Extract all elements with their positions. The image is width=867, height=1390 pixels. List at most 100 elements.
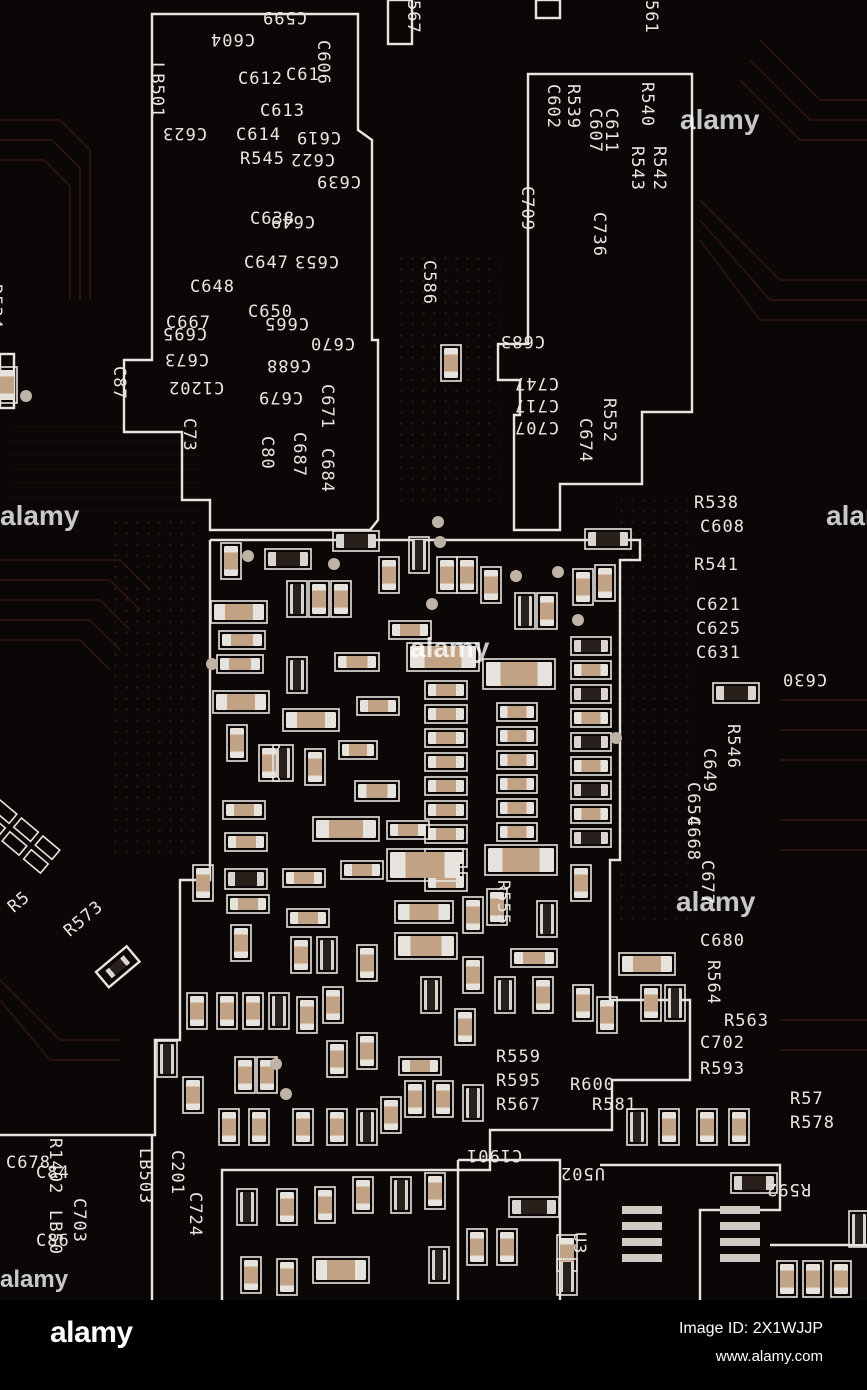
- silk-label-l50: C674: [575, 418, 595, 463]
- silk-label-l47: C717: [514, 395, 559, 415]
- silk-label-l86: C84: [36, 1163, 70, 1183]
- silk-label-l55: C625: [696, 619, 741, 639]
- silk-label-l28: C679: [258, 387, 303, 407]
- resistor-part: [390, 1176, 412, 1214]
- resistor-part: [356, 1108, 378, 1146]
- silk-label-l14: C638: [250, 209, 295, 229]
- solder-ball: [610, 732, 622, 744]
- resistor-part: [730, 1172, 778, 1194]
- capacitor-part: [658, 1108, 680, 1146]
- silk-label-l72: R600: [570, 1075, 615, 1095]
- capacitor-part: [404, 1080, 426, 1118]
- resistor-part: [584, 528, 632, 550]
- capacitor-part: [314, 1186, 336, 1224]
- capacitor-part: [378, 556, 400, 594]
- resistor-part: [570, 780, 612, 800]
- resistor-part: [236, 1188, 258, 1226]
- silk-label-l15: C648: [190, 277, 235, 297]
- image-id-text: Image ID: 2X1WJJP: [678, 1320, 823, 1337]
- capacitor-part: [330, 580, 352, 618]
- silk-label-l88: C703: [69, 1198, 89, 1243]
- silk-label-l52: R541: [694, 555, 739, 575]
- capacitor-part: [322, 986, 344, 1024]
- watermark-top-right: alamy: [680, 104, 760, 135]
- resistor-part: [508, 1196, 560, 1218]
- capacitor-part: [256, 1056, 278, 1094]
- capacitor-part: [388, 620, 432, 640]
- capacitor-part: [240, 1256, 262, 1294]
- silk-label-l64: R564: [703, 960, 723, 1005]
- resistor-part: [626, 1108, 648, 1146]
- capacitor-part: [424, 1172, 446, 1210]
- capacitor-part: [496, 822, 538, 842]
- capacitor-part: [356, 944, 378, 982]
- smd-components: [0, 344, 867, 1298]
- resistor-part: [848, 1210, 867, 1248]
- resistor-part: [570, 636, 612, 656]
- watermark-lower-right: alamy: [676, 886, 756, 917]
- silk-label-l40: R540: [637, 82, 657, 127]
- capacitor-part: [212, 690, 270, 714]
- capacitor-part: [432, 1080, 454, 1118]
- silk-label-l41: R542: [649, 146, 669, 191]
- silk-label-l16: C647: [244, 253, 289, 273]
- silk-label-l91: 567: [403, 0, 423, 34]
- capacitor-part: [532, 976, 554, 1014]
- silk-label-l10: C619: [296, 127, 341, 147]
- ic-pin: [720, 1222, 760, 1230]
- silk-label-l03: C604: [210, 29, 255, 49]
- silk-label-l30: C671: [317, 384, 337, 429]
- capacitor-part: [480, 566, 502, 604]
- capacitor-part: [218, 1108, 240, 1146]
- capacitor-part: [496, 750, 538, 770]
- silk-label-l59: C649: [699, 748, 719, 793]
- capacitor-part: [326, 1040, 348, 1078]
- resistor-part: [272, 744, 294, 782]
- capacitor-part: [234, 1056, 256, 1094]
- solder-ball: [432, 516, 444, 528]
- capacitor-part: [340, 860, 384, 880]
- silk-label-l84: C724: [185, 1192, 205, 1237]
- capacitor-part: [536, 592, 558, 630]
- capacitor-part: [292, 1108, 314, 1146]
- silk-label-l78: C1901: [466, 1145, 522, 1165]
- silk-label-l43: C709: [517, 186, 537, 231]
- resistor-part: [408, 536, 430, 574]
- silk-label-l58: R546: [723, 724, 743, 769]
- silk-label-l01: C599: [262, 7, 307, 27]
- capacitor-part: [696, 1108, 718, 1146]
- silk-label-l69: R559: [496, 1047, 541, 1067]
- capacitor-part: [242, 992, 264, 1030]
- ic-pin: [622, 1238, 662, 1246]
- ic-pin: [720, 1238, 760, 1246]
- capacitor-part: [424, 776, 468, 796]
- capacitor-part: [216, 992, 238, 1030]
- capacitor-part: [326, 1108, 348, 1146]
- resistor-part: [286, 656, 308, 694]
- capacitor-part: [496, 774, 538, 794]
- capacitor-part: [496, 702, 538, 722]
- silk-label-l51: R538: [694, 493, 739, 513]
- resistor-part: [514, 592, 536, 630]
- silk-label-l19: C653: [294, 251, 339, 271]
- capacitor-part: [462, 896, 484, 934]
- solder-ball: [206, 658, 218, 670]
- capacitor-part: [304, 748, 326, 786]
- capacitor-part: [290, 936, 312, 974]
- capacitor-part: [462, 956, 484, 994]
- capacitor-part: [282, 708, 340, 732]
- capacitor-part: [570, 660, 612, 680]
- resistor-part: [264, 548, 312, 570]
- resistor-part: [536, 900, 558, 938]
- capacitor-part: [496, 1228, 518, 1266]
- capacitor-part: [570, 756, 612, 776]
- capacitor-part: [354, 780, 400, 802]
- silk-label-l32: C687: [289, 432, 309, 477]
- silk-label-l71: R567: [496, 1095, 541, 1115]
- capacitor-part: [486, 888, 508, 926]
- watermark-center: alamy: [410, 632, 490, 663]
- capacitor-part: [424, 728, 468, 748]
- ic-pin: [720, 1254, 760, 1262]
- silk-label-l02: LB501: [147, 62, 167, 118]
- capacitor-part: [312, 816, 380, 842]
